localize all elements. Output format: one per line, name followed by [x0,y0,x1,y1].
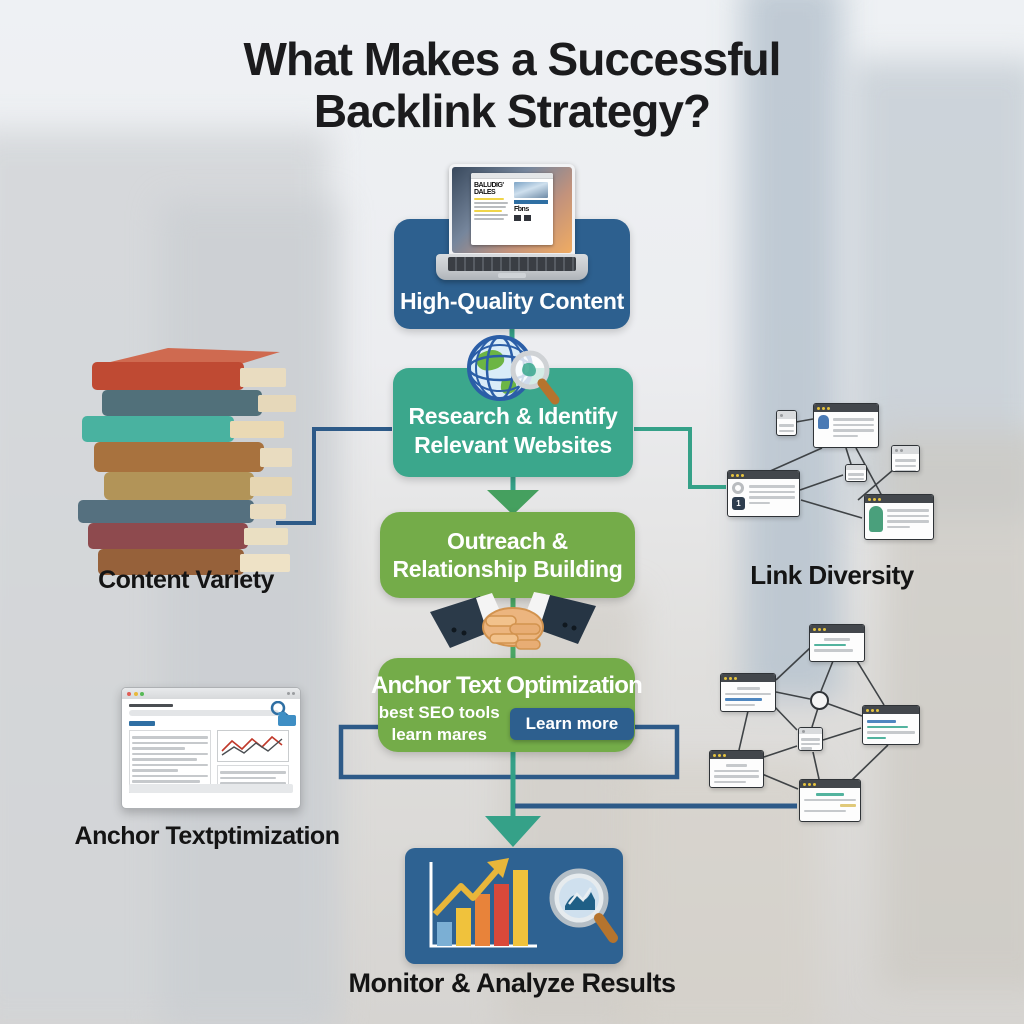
laptop-keyboard [448,257,576,271]
laptop-wallpaper: BALUDIG' DALES Fbns [452,167,572,253]
laptop-trackpad [498,273,526,278]
browser-window [798,727,823,751]
laptop-icon: BALUDIG' DALES Fbns [436,164,588,288]
browser-window [720,673,776,712]
magnifier-chart-icon [549,868,618,943]
step3-line1: Outreach & [447,527,568,554]
bg-building [742,0,842,700]
globe-search-icon [467,335,560,405]
webpage-heading-1: BALUDIG' [474,182,504,189]
person-icon [869,506,883,532]
content-variety-label: Content Variety [98,566,274,594]
step2-line1: Research & Identify [408,403,618,430]
browser-window [862,705,920,745]
browser-window [709,750,764,788]
window-footer-bar [129,784,293,793]
step4-label: Anchor Text Optimization [370,672,643,700]
step1-label: High-Quality Content [400,287,624,314]
browser-window [845,464,867,482]
step5-label: Monitor & Analyze Results [348,968,676,998]
step4-subtext: best SEO tools learn mares [379,702,500,745]
step-monitor-analyze-box [405,848,623,964]
network-hub-node [810,691,829,710]
blue-button-bar [129,721,155,726]
webpage-blue-bar [514,200,548,204]
line-chart-thumbnail [217,730,289,762]
browser-window [813,403,879,448]
handshake-icon [430,592,596,650]
window-titlebar [122,688,300,699]
bar-chart-icon [429,858,537,948]
step4-sub2: learn mares [391,724,487,744]
laptop-webpage: BALUDIG' DALES Fbns [471,173,553,245]
folder-icon [278,712,296,726]
anchor-text-label: Anchor Textptimization [74,822,340,850]
browser-window [891,445,920,472]
webpage-photo [514,182,548,198]
step2-line2: Relevant Websites [414,431,612,458]
webpage-heading-2: DALES [474,189,496,196]
browser-window [809,624,865,662]
step-anchor-text-optimization: Anchor Text Optimization best SEO tools … [371,658,643,752]
bg-building [160,200,340,1024]
browser-window: 1 [727,470,800,517]
laptop-base [436,254,588,280]
number-badge: 1 [732,497,745,510]
search-bar [129,710,279,716]
title-line-1: What Makes a Successful [243,33,782,85]
step4-sub1: best SEO tools [378,703,500,723]
browser-window [799,779,861,822]
title-line-2: Backlink Strategy? [313,84,711,137]
browser-window [776,410,797,436]
webpage-logos [514,215,550,221]
webpage-browser-bar [471,173,553,179]
step3-line2: Relationship Building [392,556,623,582]
anchor-browser-window [121,687,301,809]
laptop-screen: BALUDIG' DALES Fbns [449,164,575,256]
link-diversity-label: Link Diversity [750,560,914,590]
learn-more-button[interactable]: Learn more [509,707,635,740]
person-icon [818,415,829,429]
step-outreach-relationship: Outreach & Relationship Building [380,512,635,598]
webpage-subheading: Fbns [514,206,529,213]
donut-icon [732,482,744,494]
book-stack-icon [78,348,296,575]
browser-window [864,494,934,540]
page-title: What Makes a Successful Backlink Strateg… [0,34,1024,137]
